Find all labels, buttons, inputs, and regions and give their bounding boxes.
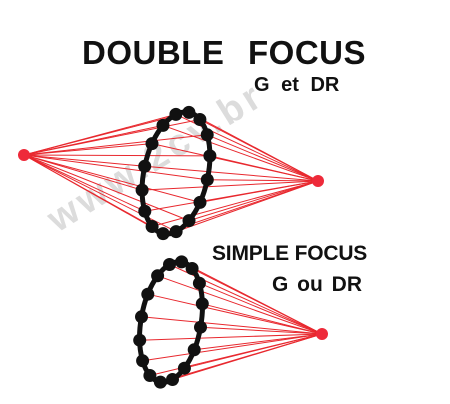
double-right-ray-6 xyxy=(144,180,319,212)
double-left-ray-5 xyxy=(23,154,153,227)
simple-coil-bead-14 xyxy=(192,276,206,290)
double-left-focus-point xyxy=(18,149,30,161)
double-coil-bead-5 xyxy=(145,220,159,233)
simple-coil-bead-5 xyxy=(143,369,157,382)
double-right-ray-5 xyxy=(151,180,319,227)
simple-focus-diagram xyxy=(133,255,328,389)
simple-ray-8 xyxy=(141,316,323,335)
double-left-ray-14 xyxy=(23,134,208,156)
double-right-ray-7 xyxy=(142,180,319,191)
simple-ray-15 xyxy=(202,303,323,335)
double-coil-bead-1 xyxy=(193,195,207,209)
double-right-ray-13 xyxy=(199,119,319,182)
double-coil-bead-12 xyxy=(182,105,196,119)
simple-coil-bead-4 xyxy=(153,375,167,389)
simple-coil-bead-9 xyxy=(141,287,155,301)
double-left-ray-7 xyxy=(23,154,143,191)
double-left-ray-6 xyxy=(23,154,146,212)
double-left-ray-15 xyxy=(23,154,210,157)
double-coil-bead-0 xyxy=(200,173,214,187)
simple-ray-1 xyxy=(194,333,323,351)
simple-coil-bead-11 xyxy=(163,258,176,271)
simple-ray-13 xyxy=(191,268,323,335)
simple-coil-bead-1 xyxy=(187,343,201,357)
double-left-ray-13 xyxy=(23,119,200,156)
simple-coil-bead-2 xyxy=(177,361,191,375)
simple-coil-bead-13 xyxy=(185,262,199,275)
double-coil-bead-14 xyxy=(200,128,214,142)
simple-ray-14 xyxy=(199,282,323,335)
double-coil-bead-8 xyxy=(138,159,152,173)
double-right-ray-8 xyxy=(144,165,319,182)
double-left-ray-3 xyxy=(23,154,177,233)
simple-coil-bead-12 xyxy=(175,255,189,269)
simple-ray-7 xyxy=(139,333,323,341)
double-coil-bead-11 xyxy=(169,107,183,121)
double-coil-bead-10 xyxy=(156,118,170,132)
simple-coil-bead-6 xyxy=(136,354,150,368)
simple-focus-title: SIMPLE FOCUS xyxy=(212,242,368,265)
simple-ray-5 xyxy=(149,333,323,376)
double-right-ray-15 xyxy=(209,155,319,182)
simple-ray-6 xyxy=(142,333,323,362)
double-coil-bead-6 xyxy=(138,204,152,218)
simple-coil-bead-3 xyxy=(166,373,179,386)
double-left-ray-1 xyxy=(23,154,201,203)
simple-ray-4 xyxy=(160,333,323,383)
double-right-focus-point xyxy=(312,175,324,187)
double-coil-bead-7 xyxy=(135,183,149,197)
double-coil-bead-15 xyxy=(203,149,217,163)
double-right-ray-10 xyxy=(162,124,319,182)
simple-ray-0 xyxy=(200,326,323,335)
double-right-ray-2 xyxy=(188,180,319,222)
double-left-ray-8 xyxy=(23,154,145,167)
simple-coil-bead-8 xyxy=(135,310,148,324)
double-right-ray-0 xyxy=(207,179,319,182)
simple-focus-subtitle: G ou DR xyxy=(272,273,362,296)
double-focus-diagram xyxy=(18,105,324,241)
simple-coil-bead-15 xyxy=(195,297,209,311)
double-left-ray-12 xyxy=(23,111,190,156)
simple-ray-9 xyxy=(147,293,323,335)
simple-coil-bead-0 xyxy=(194,320,207,334)
double-coil-bead-13 xyxy=(193,113,207,126)
double-focus-subtitle: G et DR xyxy=(254,74,340,96)
double-focus-title: DOUBLE FOCUS xyxy=(82,34,366,71)
double-coil-bead-9 xyxy=(145,137,159,151)
double-left-ray-0 xyxy=(23,154,208,181)
simple-coil-bead-7 xyxy=(133,333,147,347)
double-coil-bead-4 xyxy=(156,227,170,241)
double-right-ray-14 xyxy=(207,134,319,182)
double-left-ray-2 xyxy=(23,154,190,222)
simple-ray-10 xyxy=(157,275,323,335)
double-coil-bead-3 xyxy=(169,225,183,239)
simple-focus-point xyxy=(316,328,328,340)
simple-coil-bead-10 xyxy=(151,269,165,283)
double-coil-bead-2 xyxy=(182,214,196,228)
